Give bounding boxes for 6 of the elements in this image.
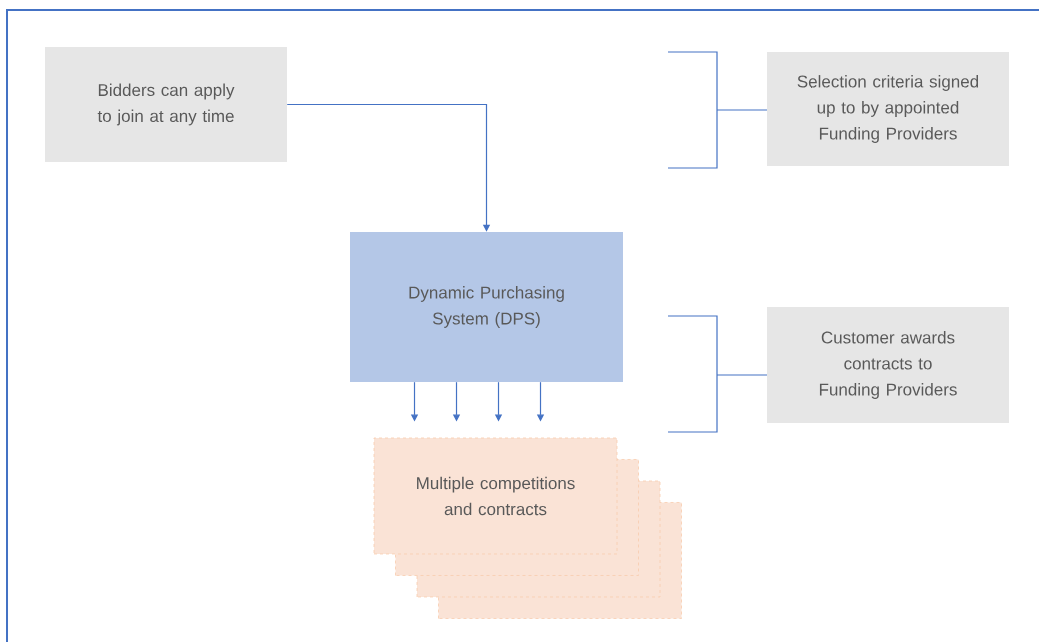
card-stack: Multiple competitions and contracts bbox=[373, 437, 682, 619]
text-box: Customer awards contracts to Funding Providers bbox=[767, 307, 1009, 423]
text-box: Selection criteria signed up to by appointed Funding Providers bbox=[767, 52, 1009, 166]
process-box: Dynamic Purchasing System (DPS) bbox=[350, 232, 623, 382]
arrow bbox=[286, 103, 491, 232]
text-box: Bidders can apply to join at any time bbox=[45, 47, 287, 162]
